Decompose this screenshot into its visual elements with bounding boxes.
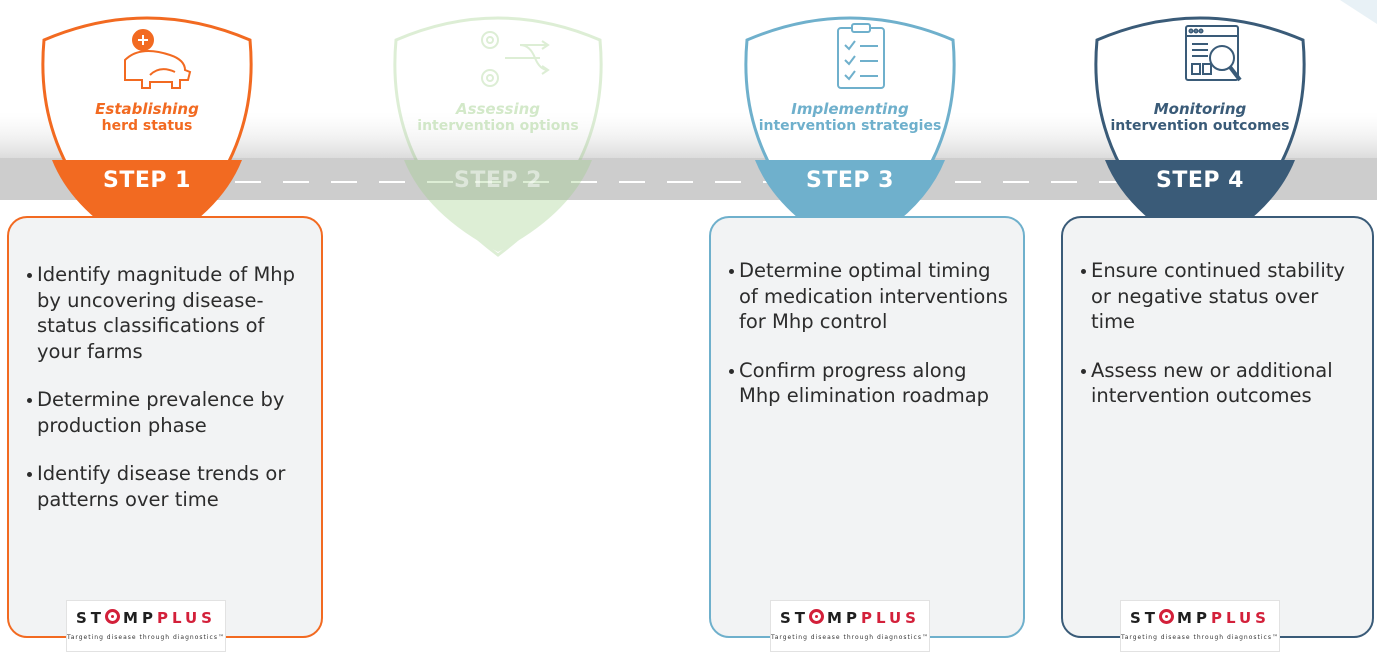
step4-card: Ensure continued stability or negative s… [1061,216,1374,638]
bullet-item: Identify magnitude of Mhp by uncovering … [27,262,311,364]
step4-label: STEP 4 [1156,168,1244,193]
bullet-item: Determine prevalence by production phase [27,387,311,438]
step3-card: Determine optimal timing of medication i… [709,216,1025,638]
monitor-magnifier-icon [1185,25,1242,82]
step4-title: Monitoring intervention outcomes [1090,101,1310,135]
gears-arrows-icon [481,31,550,87]
bullet-item: Confirm progress along Mhp elimination r… [729,358,1013,409]
step2-title: Assessing intervention options [388,101,608,135]
step3-title-rest: intervention strategies [758,118,942,134]
bullet-item: Identify disease trends or patterns over… [27,461,311,512]
bullet-item: Ensure continued stability or negative s… [1081,258,1362,335]
step1-title-italic: Establishing [95,100,199,118]
pig-icon [124,29,192,89]
logo-target-icon [809,609,825,624]
clipboard-checklist-icon [837,23,885,89]
step2-label: STEP 2 [454,168,542,193]
bullet-item: Determine optimal timing of medication i… [729,258,1013,335]
logo-tagline: Targeting disease through diagnostics™ [1121,634,1279,641]
step1-label: STEP 1 [103,168,191,193]
logo-target-icon [105,609,121,624]
step1-card: Identify magnitude of Mhp by uncovering … [7,216,323,638]
step2-title-rest: intervention options [417,118,579,134]
step1-title-rest: herd status [101,118,193,134]
step2-title-italic: Assessing [455,100,541,118]
step3-bullets: Determine optimal timing of medication i… [729,258,1013,432]
bullet-item: Assess new or additional intervention ou… [1081,358,1362,409]
step3-title-italic: Implementing [791,100,909,118]
corner-accent [1340,0,1377,24]
step1-title: Establishing herd status [37,101,257,135]
logo-tagline: Targeting disease through diagnostics™ [67,634,225,641]
step3-title: Implementing intervention strategies [740,101,960,135]
logo-target-icon [1159,609,1175,624]
step4-bullets: Ensure continued stability or negative s… [1081,258,1362,432]
step1-bullets: Identify magnitude of Mhp by uncovering … [27,262,311,535]
step4-title-italic: Monitoring [1153,100,1247,118]
step4-title-rest: intervention outcomes [1110,118,1290,134]
logo-tagline: Targeting disease through diagnostics™ [771,634,929,641]
step3-label: STEP 3 [806,168,894,193]
